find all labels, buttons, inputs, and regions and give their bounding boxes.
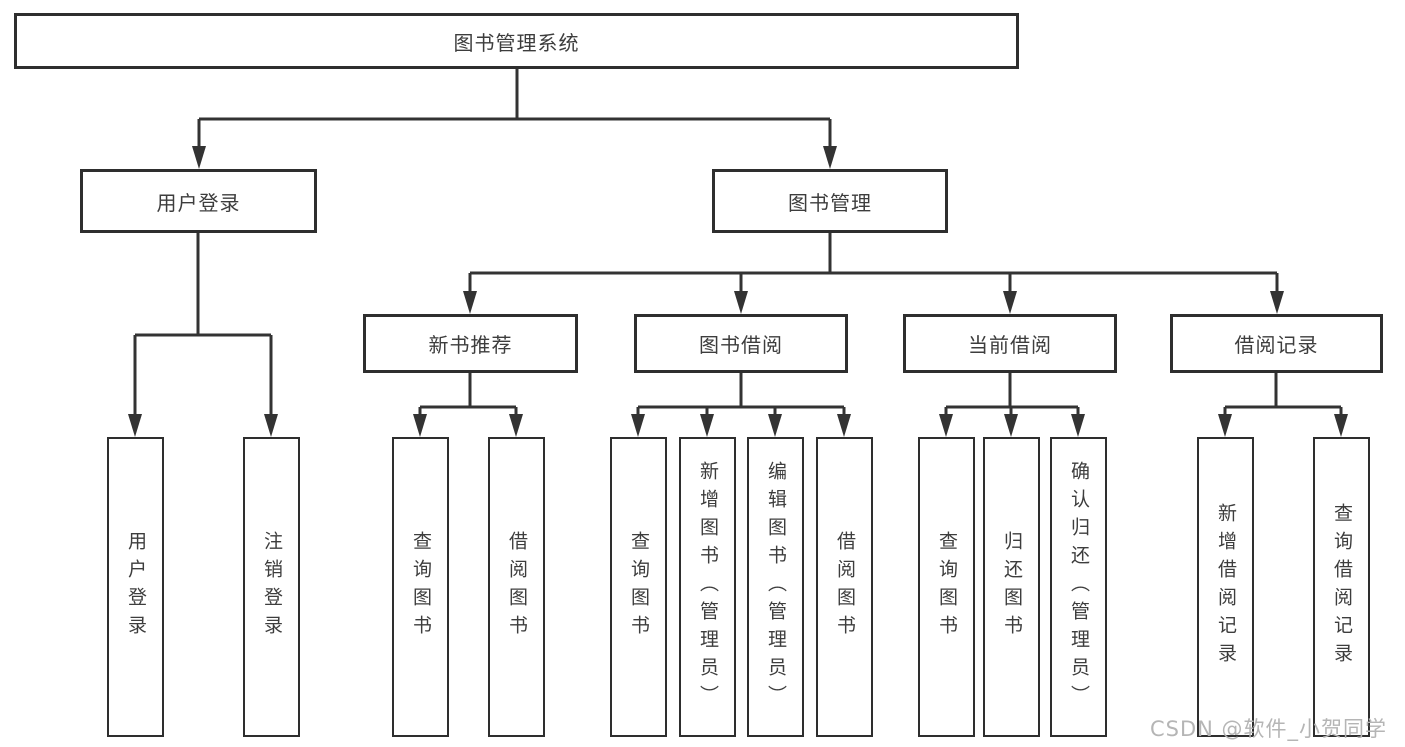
watermark-text: CSDN @软件_小贺同学 — [1150, 717, 1388, 741]
node-leaf-query-books-2: 查询图书 — [610, 437, 667, 737]
node-leaf-borrow-book-1: 借阅图书 — [488, 437, 545, 737]
node-leaf-user-login-label: 用户登录 — [125, 531, 147, 643]
node-leaf-query-borrow-record: 查询借阅记录 — [1313, 437, 1370, 737]
node-leaf-query-books-2-label: 查询图书 — [628, 531, 650, 643]
node-leaf-logout: 注销登录 — [243, 437, 300, 737]
node-leaf-query-books-1-label: 查询图书 — [410, 531, 432, 643]
node-user-login: 用户登录 — [80, 169, 317, 233]
node-leaf-user-login: 用户登录 — [107, 437, 164, 737]
connector-current-borrowing-children — [944, 373, 1080, 414]
node-book-management-label: 图书管理 — [788, 190, 872, 215]
node-root-label: 图书管理系统 — [453, 30, 580, 55]
arrowheads — [128, 146, 1348, 437]
node-leaf-confirm-return-admin: 确认归还（管理员） — [1050, 437, 1107, 737]
connector-book-management-children — [468, 233, 1279, 291]
node-leaf-query-borrow-record-label: 查询借阅记录 — [1331, 503, 1353, 671]
node-borrowing-records: 借阅记录 — [1170, 314, 1383, 373]
node-leaf-add-book-admin-label: 新增图书（管理员） — [697, 461, 719, 713]
node-borrowing-records-label: 借阅记录 — [1234, 333, 1319, 357]
node-leaf-edit-book-admin-label: 编辑图书（管理员） — [765, 461, 787, 713]
node-leaf-query-books-1: 查询图书 — [392, 437, 449, 737]
node-leaf-add-borrow-record: 新增借阅记录 — [1197, 437, 1254, 737]
node-leaf-query-books-3: 查询图书 — [918, 437, 975, 737]
node-user-login-label: 用户登录 — [156, 190, 241, 215]
node-leaf-borrow-book-2: 借阅图书 — [816, 437, 873, 737]
connector-borrowing-records-children — [1223, 373, 1343, 414]
node-book-borrowing-label: 图书借阅 — [699, 333, 783, 357]
node-book-management: 图书管理 — [712, 169, 948, 233]
connector-root-to-level2 — [197, 69, 832, 146]
node-book-borrowing: 图书借阅 — [634, 314, 848, 373]
node-leaf-add-book-admin: 新增图书（管理员） — [679, 437, 736, 737]
node-leaf-return-book-label: 归还图书 — [1001, 531, 1023, 643]
connector-book-borrowing-children — [636, 373, 846, 414]
node-current-borrowing: 当前借阅 — [903, 314, 1117, 373]
connector-user-login-children — [133, 233, 273, 414]
node-leaf-confirm-return-admin-label: 确认归还（管理员） — [1068, 461, 1090, 713]
node-new-book-recommend: 新书推荐 — [363, 314, 578, 373]
node-leaf-query-books-3-label: 查询图书 — [936, 531, 958, 643]
node-leaf-borrow-book-1-label: 借阅图书 — [506, 531, 528, 643]
node-leaf-add-borrow-record-label: 新增借阅记录 — [1215, 503, 1237, 671]
node-current-borrowing-label: 当前借阅 — [968, 333, 1052, 357]
node-leaf-borrow-book-2-label: 借阅图书 — [834, 531, 856, 643]
node-leaf-edit-book-admin: 编辑图书（管理员） — [747, 437, 804, 737]
node-leaf-logout-label: 注销登录 — [261, 531, 283, 643]
connector-new-book-recommend-children — [418, 373, 518, 414]
node-leaf-return-book: 归还图书 — [983, 437, 1040, 737]
node-root: 图书管理系统 — [14, 13, 1019, 69]
node-new-book-recommend-label: 新书推荐 — [428, 333, 513, 357]
